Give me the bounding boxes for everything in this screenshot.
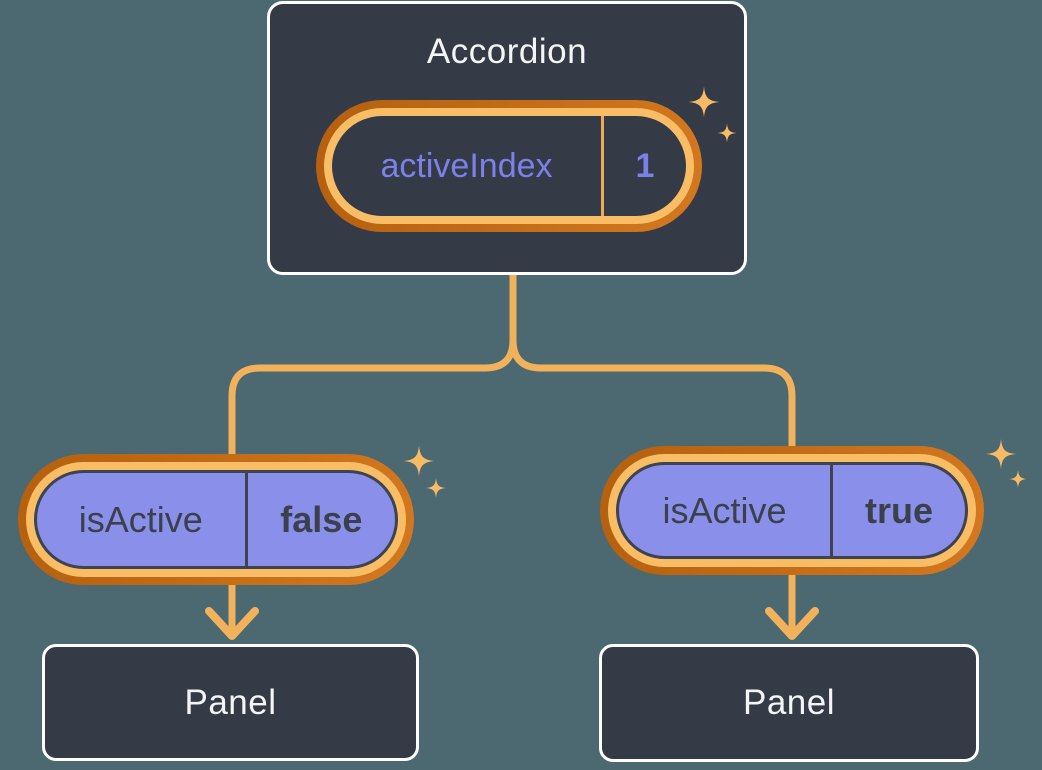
state-name-label: isActive	[662, 489, 787, 531]
sparkle-icon	[986, 439, 1027, 488]
panel-node-left: Panel	[42, 644, 419, 761]
arrowhead-down-icon-right	[765, 607, 819, 640]
accordion-title: Accordion	[426, 32, 588, 71]
state-name-label: activeIndex	[380, 146, 553, 185]
pill-divider	[830, 465, 834, 556]
state-value-label: 1	[635, 146, 655, 185]
panel-node-right: Panel	[599, 644, 979, 762]
accordion-component-node: Accordion activeIndex 1	[267, 1, 747, 275]
state-pill-ring: isActive false	[26, 462, 406, 577]
pill-divider	[601, 116, 605, 216]
state-pill-isactive-false: isActive false	[18, 454, 414, 585]
arrowhead-down-icon-left	[205, 607, 259, 640]
sparkle-icon	[403, 445, 446, 498]
state-pill-ring: activeIndex 1	[324, 108, 694, 224]
state-name-label: isActive	[78, 498, 203, 540]
state-value-label: false	[280, 498, 363, 540]
state-pill-isactive-true: isActive true	[600, 446, 984, 575]
panel-label: Panel	[742, 683, 836, 722]
state-pill-activeindex: activeIndex 1	[316, 100, 702, 232]
state-value-label: true	[865, 489, 934, 531]
panel-label: Panel	[184, 682, 277, 722]
state-pill-ring: isActive true	[608, 454, 976, 567]
